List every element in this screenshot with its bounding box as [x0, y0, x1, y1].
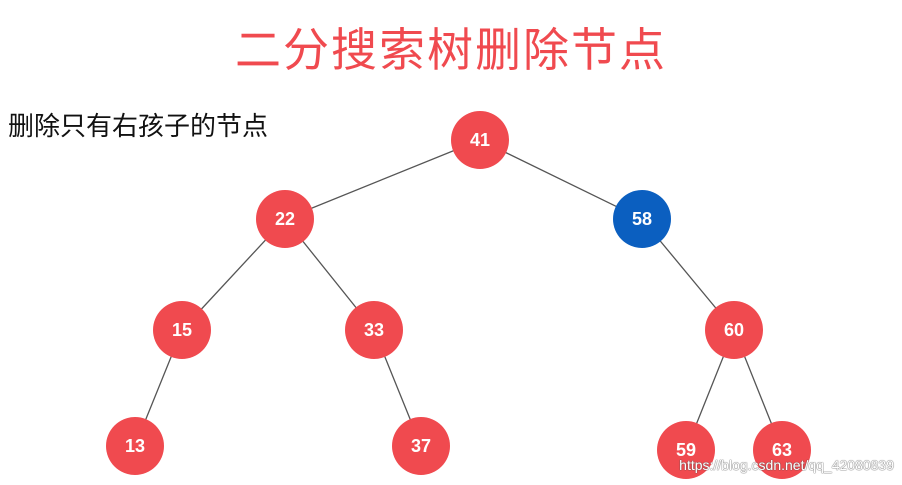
tree-node-13: 13 [106, 417, 164, 475]
tree-node-58: 58 [613, 190, 671, 248]
node-circle [705, 301, 763, 359]
node-label: 37 [411, 436, 431, 456]
tree-node-41: 41 [451, 111, 509, 169]
node-circle [345, 301, 403, 359]
node-label: 22 [275, 209, 295, 229]
tree-edge [479, 139, 643, 220]
tree-node-59: 59 [657, 421, 715, 479]
watermark: https://blog.csdn.net/qq_42080839 [679, 457, 894, 473]
tree-node-63: 63 [753, 421, 811, 479]
node-label: 59 [676, 440, 696, 460]
node-label: 33 [364, 320, 384, 340]
node-circle [256, 190, 314, 248]
node-label: 13 [125, 436, 145, 456]
tree-edges [134, 139, 783, 451]
node-circle [392, 417, 450, 475]
tree-edge [284, 139, 481, 220]
node-circle [753, 421, 811, 479]
tree-node-37: 37 [392, 417, 450, 475]
node-circle [106, 417, 164, 475]
tree-node-33: 33 [345, 301, 403, 359]
tree-node-15: 15 [153, 301, 211, 359]
node-label: 58 [632, 209, 652, 229]
highlighted-node-circle [613, 190, 671, 248]
tree-node-60: 60 [705, 301, 763, 359]
node-label: 60 [724, 320, 744, 340]
node-label: 15 [172, 320, 192, 340]
subtitle: 删除只有右孩子的节点 [8, 112, 269, 142]
node-label: 63 [772, 440, 792, 460]
node-circle [153, 301, 211, 359]
node-circle [657, 421, 715, 479]
tree-nodes: 41 22 58 15 33 60 13 37 59 63 [106, 111, 811, 479]
tree-node-22: 22 [256, 190, 314, 248]
node-circle [451, 111, 509, 169]
node-label: 41 [470, 130, 490, 150]
page-title: 二分搜索树删除节点 [235, 23, 667, 77]
